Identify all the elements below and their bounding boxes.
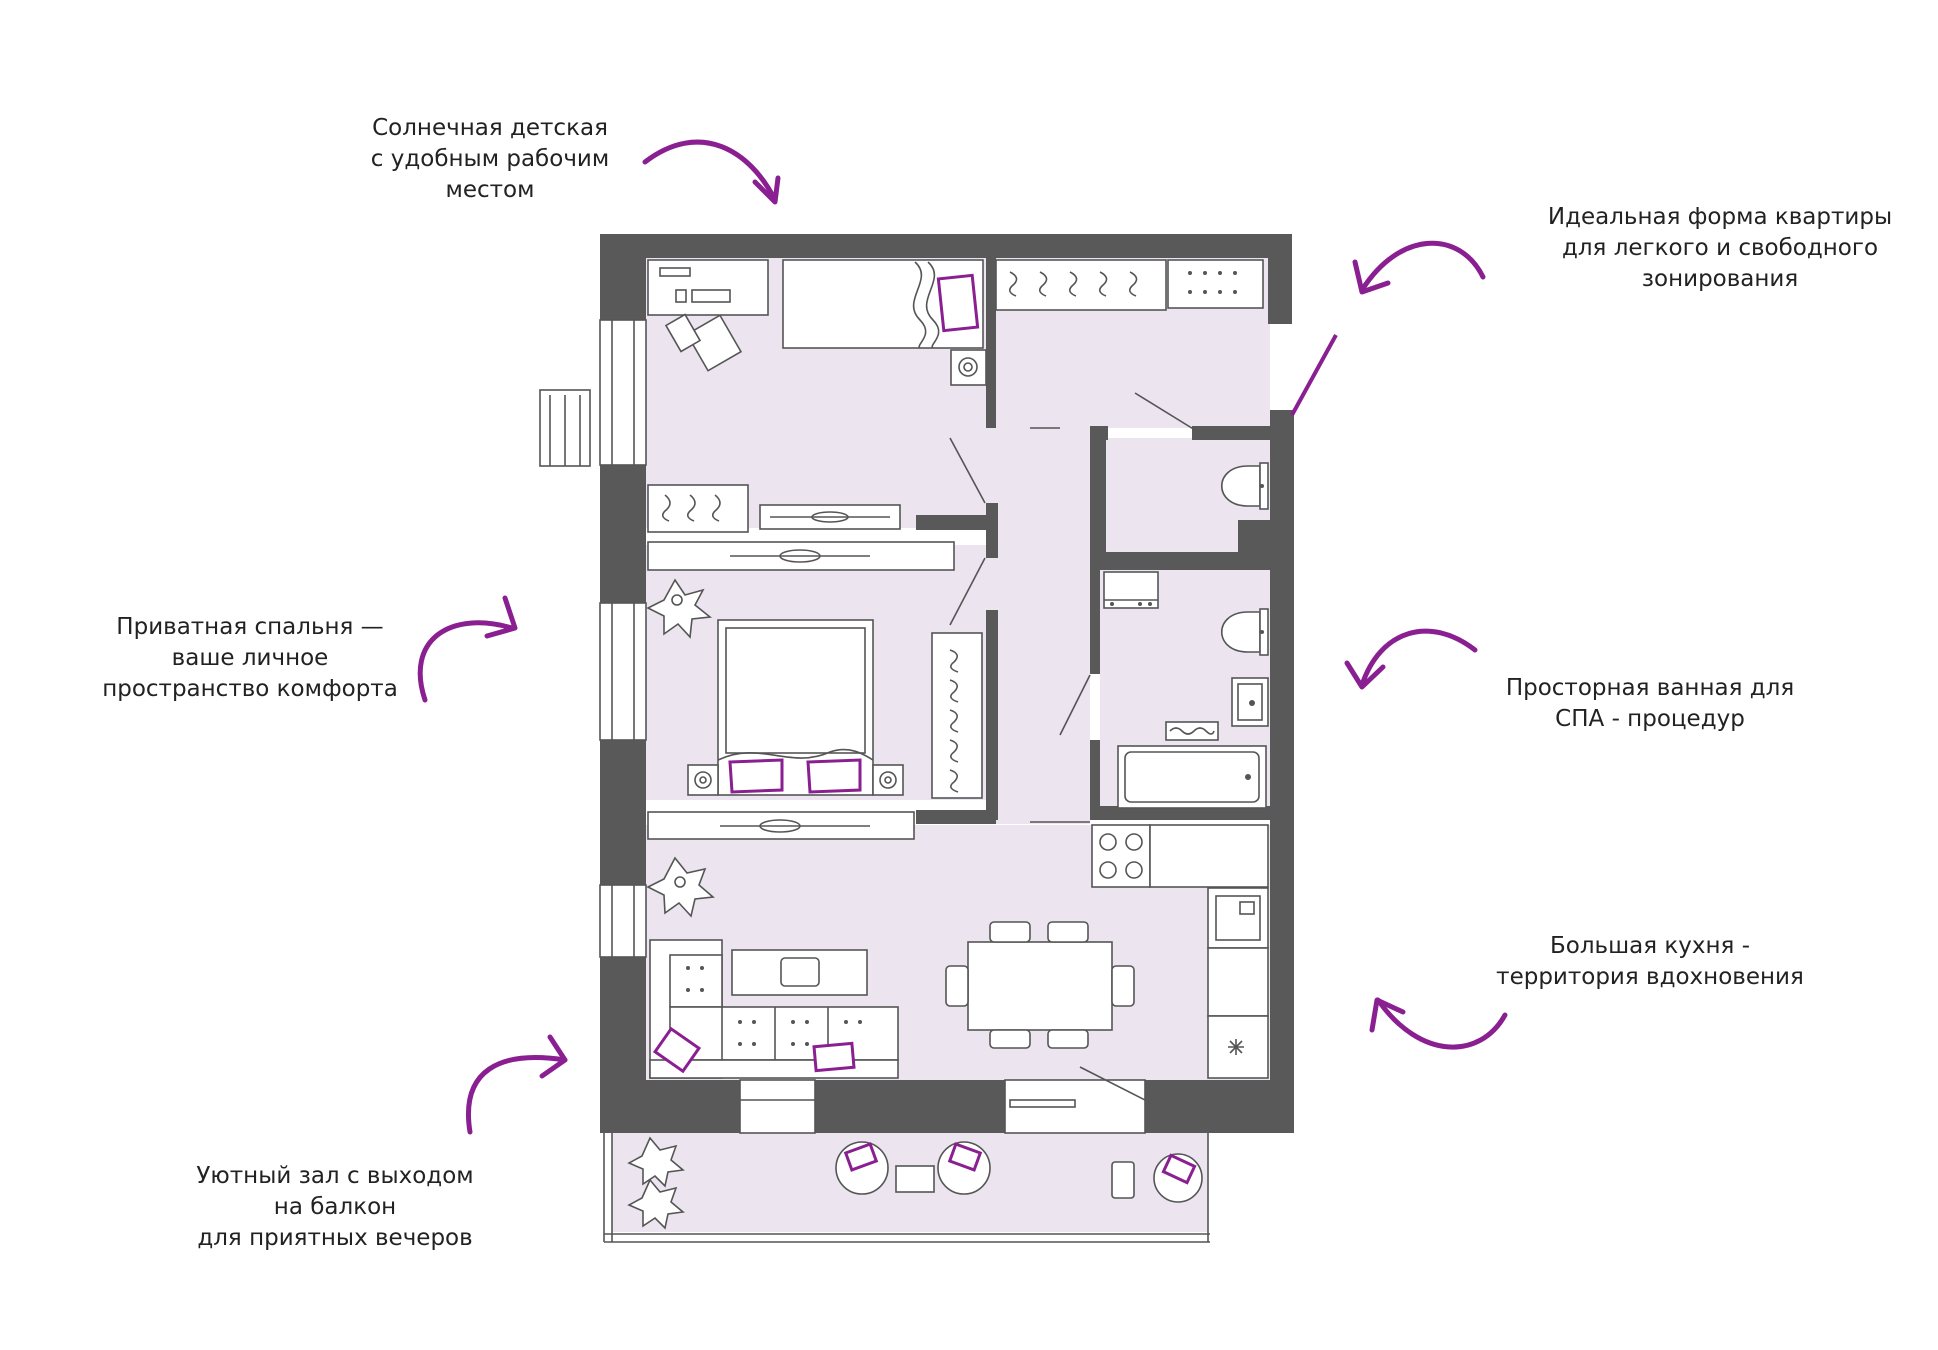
- annotation-arrows: [417, 139, 1508, 1135]
- wall-bath-bottom: [1090, 806, 1270, 820]
- wall-wc-left: [1090, 426, 1106, 552]
- dining-table-icon: [967, 941, 1113, 1031]
- chair-icon: [1047, 1029, 1089, 1049]
- washing-machine-icon: [1103, 571, 1159, 609]
- wardrobe-icon: [995, 259, 1167, 311]
- wall-wc-top: [1090, 426, 1108, 440]
- toilet-icon: [1221, 465, 1261, 507]
- living-room-caption: Уютный зал с выходом на балкон для прият…: [196, 1163, 474, 1251]
- coffee-table-icon: [895, 1165, 935, 1193]
- pillow-icon: [812, 1041, 856, 1073]
- kitchen-living-furniture: [646, 811, 1269, 1079]
- shoe-rack-icon: [1167, 259, 1264, 309]
- bedroom-furniture: [646, 541, 983, 799]
- bathroom-caption: Просторная ванная для СПА - процедур: [1505, 675, 1795, 732]
- wall-right-lower: [1270, 410, 1294, 1133]
- balcony-door-1: [739, 1079, 816, 1134]
- entrance-door: [1290, 334, 1338, 416]
- chair-icon: [989, 1029, 1031, 1049]
- children-room-caption: Солнечная детская с удобным рабочим мест…: [370, 115, 610, 203]
- wall-top: [600, 234, 1290, 258]
- nightstand-icon: [872, 764, 904, 796]
- nightstand-icon: [687, 764, 719, 796]
- corridor-floor: [986, 428, 1090, 824]
- pillow-icon: [947, 1142, 983, 1172]
- balcony-furniture: [603, 1133, 1210, 1243]
- wall-door-post: [986, 503, 998, 558]
- wardrobe-icon: [647, 484, 749, 533]
- window-living-room: [599, 884, 647, 958]
- curved-arrow-icon: [1352, 240, 1486, 295]
- wall-right-notch: [1238, 520, 1272, 554]
- pillow-icon: [936, 273, 980, 333]
- kitchen-caption: Большая кухня - территория вдохновения: [1496, 933, 1804, 990]
- curved-arrow-icon: [1369, 997, 1508, 1050]
- desk-chair-icon: [685, 314, 743, 372]
- pillow-icon: [806, 758, 862, 794]
- chair-icon: [989, 921, 1031, 943]
- toilet-icon: [1221, 611, 1261, 653]
- curved-arrow-icon: [466, 1034, 568, 1135]
- wall-bedroom-living: [916, 810, 996, 824]
- wall-wc-top-right: [1192, 426, 1272, 440]
- apartment-shape-caption: Идеальная форма квартиры для легкого и с…: [1547, 204, 1893, 292]
- kitchen-counter: [1207, 947, 1269, 1017]
- curved-arrow-icon: [1344, 628, 1478, 690]
- wall-bath-left: [1090, 552, 1100, 674]
- kitchen-counter: [1149, 824, 1269, 888]
- wall-left-1: [600, 234, 646, 320]
- chair-icon: [1047, 921, 1089, 943]
- windows: [539, 319, 1146, 1134]
- chair-icon: [945, 965, 969, 1007]
- plant-icon: [646, 578, 713, 639]
- chair-icon: [1111, 965, 1135, 1007]
- walls: [600, 234, 1294, 1133]
- wall-bedroom-right: [986, 610, 998, 820]
- wall-children-room-right: [986, 258, 996, 428]
- bedroom-caption: Приватная спальня — ваше личное простран…: [102, 614, 398, 702]
- sink-icon: [1207, 887, 1269, 949]
- wall-left-3: [600, 740, 646, 885]
- wall-left-2: [600, 465, 646, 603]
- window-bedroom: [599, 602, 647, 741]
- wall-bottom-2: [815, 1080, 1005, 1133]
- wall-bottom-1: [600, 1080, 740, 1133]
- pillow-icon: [843, 1142, 879, 1172]
- doors: [949, 334, 1338, 1101]
- wall-top-right-end: [1268, 234, 1292, 324]
- nightstand-icon: [950, 349, 987, 386]
- curved-arrow-icon: [417, 595, 518, 703]
- pillow-icon: [652, 1026, 702, 1074]
- bathroom-fixtures: [1103, 462, 1269, 809]
- stove-icon: [1091, 824, 1151, 888]
- pillow-icon: [728, 758, 784, 794]
- hall-furniture: [995, 259, 1264, 311]
- children-room-furniture: [647, 259, 987, 533]
- curved-arrow-icon: [642, 139, 781, 205]
- wall-bath-left-lower: [1090, 740, 1100, 810]
- side-table-icon: [1111, 1161, 1135, 1199]
- bathtub-icon: [1117, 745, 1267, 809]
- wall-wc-bath: [1100, 552, 1270, 570]
- plant-icon: [627, 1178, 685, 1230]
- pillow-icon: [1161, 1153, 1197, 1185]
- wall-children-bedroom: [916, 515, 996, 530]
- plant-icon: [627, 1136, 685, 1188]
- window-children-room: [599, 319, 647, 466]
- wall-bottom-3: [1145, 1080, 1294, 1133]
- towel-icon: [1165, 721, 1219, 741]
